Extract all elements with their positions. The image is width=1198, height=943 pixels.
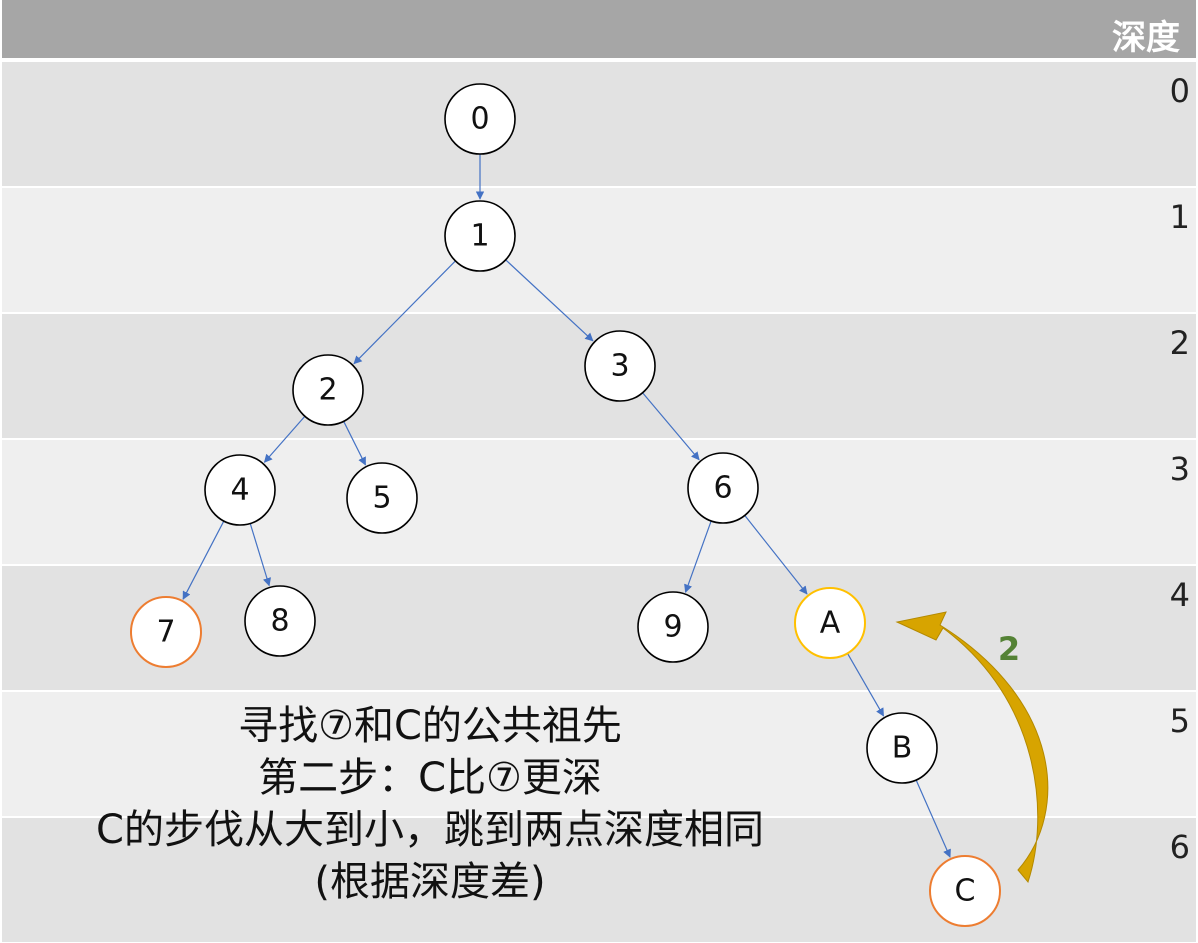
depth-label: 2 — [1169, 324, 1190, 362]
node-circle — [244, 585, 316, 657]
edge-1-2 — [353, 260, 456, 365]
tree-node-B: B — [866, 712, 938, 784]
node-label: A — [820, 606, 841, 641]
node-circle — [444, 200, 516, 272]
edge-A-B — [846, 653, 885, 717]
tree-node-5: 5 — [346, 462, 418, 534]
node-circle — [794, 587, 866, 659]
depth-row-5: 5 — [2, 692, 1196, 816]
node-circle — [687, 452, 759, 524]
depth-label: 4 — [1169, 576, 1190, 614]
edge-6-9 — [684, 520, 712, 593]
node-label: C — [955, 874, 976, 909]
edge-6-A — [744, 515, 808, 595]
edge-4-7 — [182, 520, 225, 600]
node-label: 4 — [230, 473, 249, 508]
node-label: 7 — [156, 615, 175, 650]
node-label: 8 — [270, 604, 289, 639]
caption-line-3: C的步伐从大到小，跳到两点深度相同 — [96, 807, 764, 853]
edge-3-6 — [642, 392, 700, 461]
tree-node-9: 9 — [637, 591, 709, 663]
tree-node-0: 0 — [444, 83, 516, 155]
jump-arrow — [895, 611, 1049, 884]
edge-1-3 — [505, 259, 594, 342]
tree-node-7: 7 — [130, 596, 202, 668]
tree-node-8: 8 — [244, 585, 316, 657]
node-circle — [444, 83, 516, 155]
node-circle — [130, 596, 202, 668]
tree-node-3: 3 — [584, 330, 656, 402]
node-circle — [866, 712, 938, 784]
node-label: 5 — [372, 481, 391, 516]
tree-node-1: 1 — [444, 200, 516, 272]
node-label: 0 — [470, 102, 489, 137]
caption-line-2: 第二步：C比⑦更深 — [258, 755, 602, 801]
node-circle — [204, 454, 276, 526]
tree-node-4: 4 — [204, 454, 276, 526]
depth-row-3: 3 — [2, 440, 1196, 564]
tree-node-2: 2 — [292, 354, 364, 426]
step-number-label: 2 — [998, 630, 1020, 668]
depth-label: 6 — [1169, 828, 1190, 866]
depth-label: 0 — [1169, 72, 1190, 110]
caption-block: 寻找⑦和C的公共祖先 第二步：C比⑦更深 C的步伐从大到小，跳到两点深度相同 (… — [0, 700, 860, 908]
edge-B-C — [915, 779, 951, 858]
depth-label: 3 — [1169, 450, 1190, 488]
node-label: 9 — [663, 610, 682, 645]
node-label: 6 — [713, 471, 732, 506]
node-circle — [292, 354, 364, 426]
node-circle — [584, 330, 656, 402]
depth-label: 5 — [1169, 702, 1190, 740]
tree-node-6: 6 — [687, 452, 759, 524]
node-circle — [346, 462, 418, 534]
tree-node-A: A — [794, 587, 866, 659]
node-circle — [637, 591, 709, 663]
tree-node-C: C — [929, 855, 1001, 927]
node-circle — [929, 855, 1001, 927]
node-label: B — [892, 731, 913, 766]
depth-row-1: 1 — [2, 188, 1196, 312]
caption-line-1: 寻找⑦和C的公共祖先 — [238, 703, 622, 749]
depth-header-bar: 深度 — [2, 0, 1196, 58]
edge-4-8 — [249, 523, 272, 587]
depth-row-0: 0 — [2, 62, 1196, 186]
node-label: 2 — [318, 373, 337, 408]
edge-2-4 — [263, 415, 306, 463]
node-label: 1 — [470, 219, 489, 254]
depth-label: 1 — [1169, 198, 1190, 236]
depth-header-label: 深度 — [1112, 18, 1180, 58]
node-label: 3 — [610, 349, 629, 384]
caption-line-4: (根据深度差) — [314, 859, 546, 905]
edge-2-5 — [343, 421, 366, 466]
